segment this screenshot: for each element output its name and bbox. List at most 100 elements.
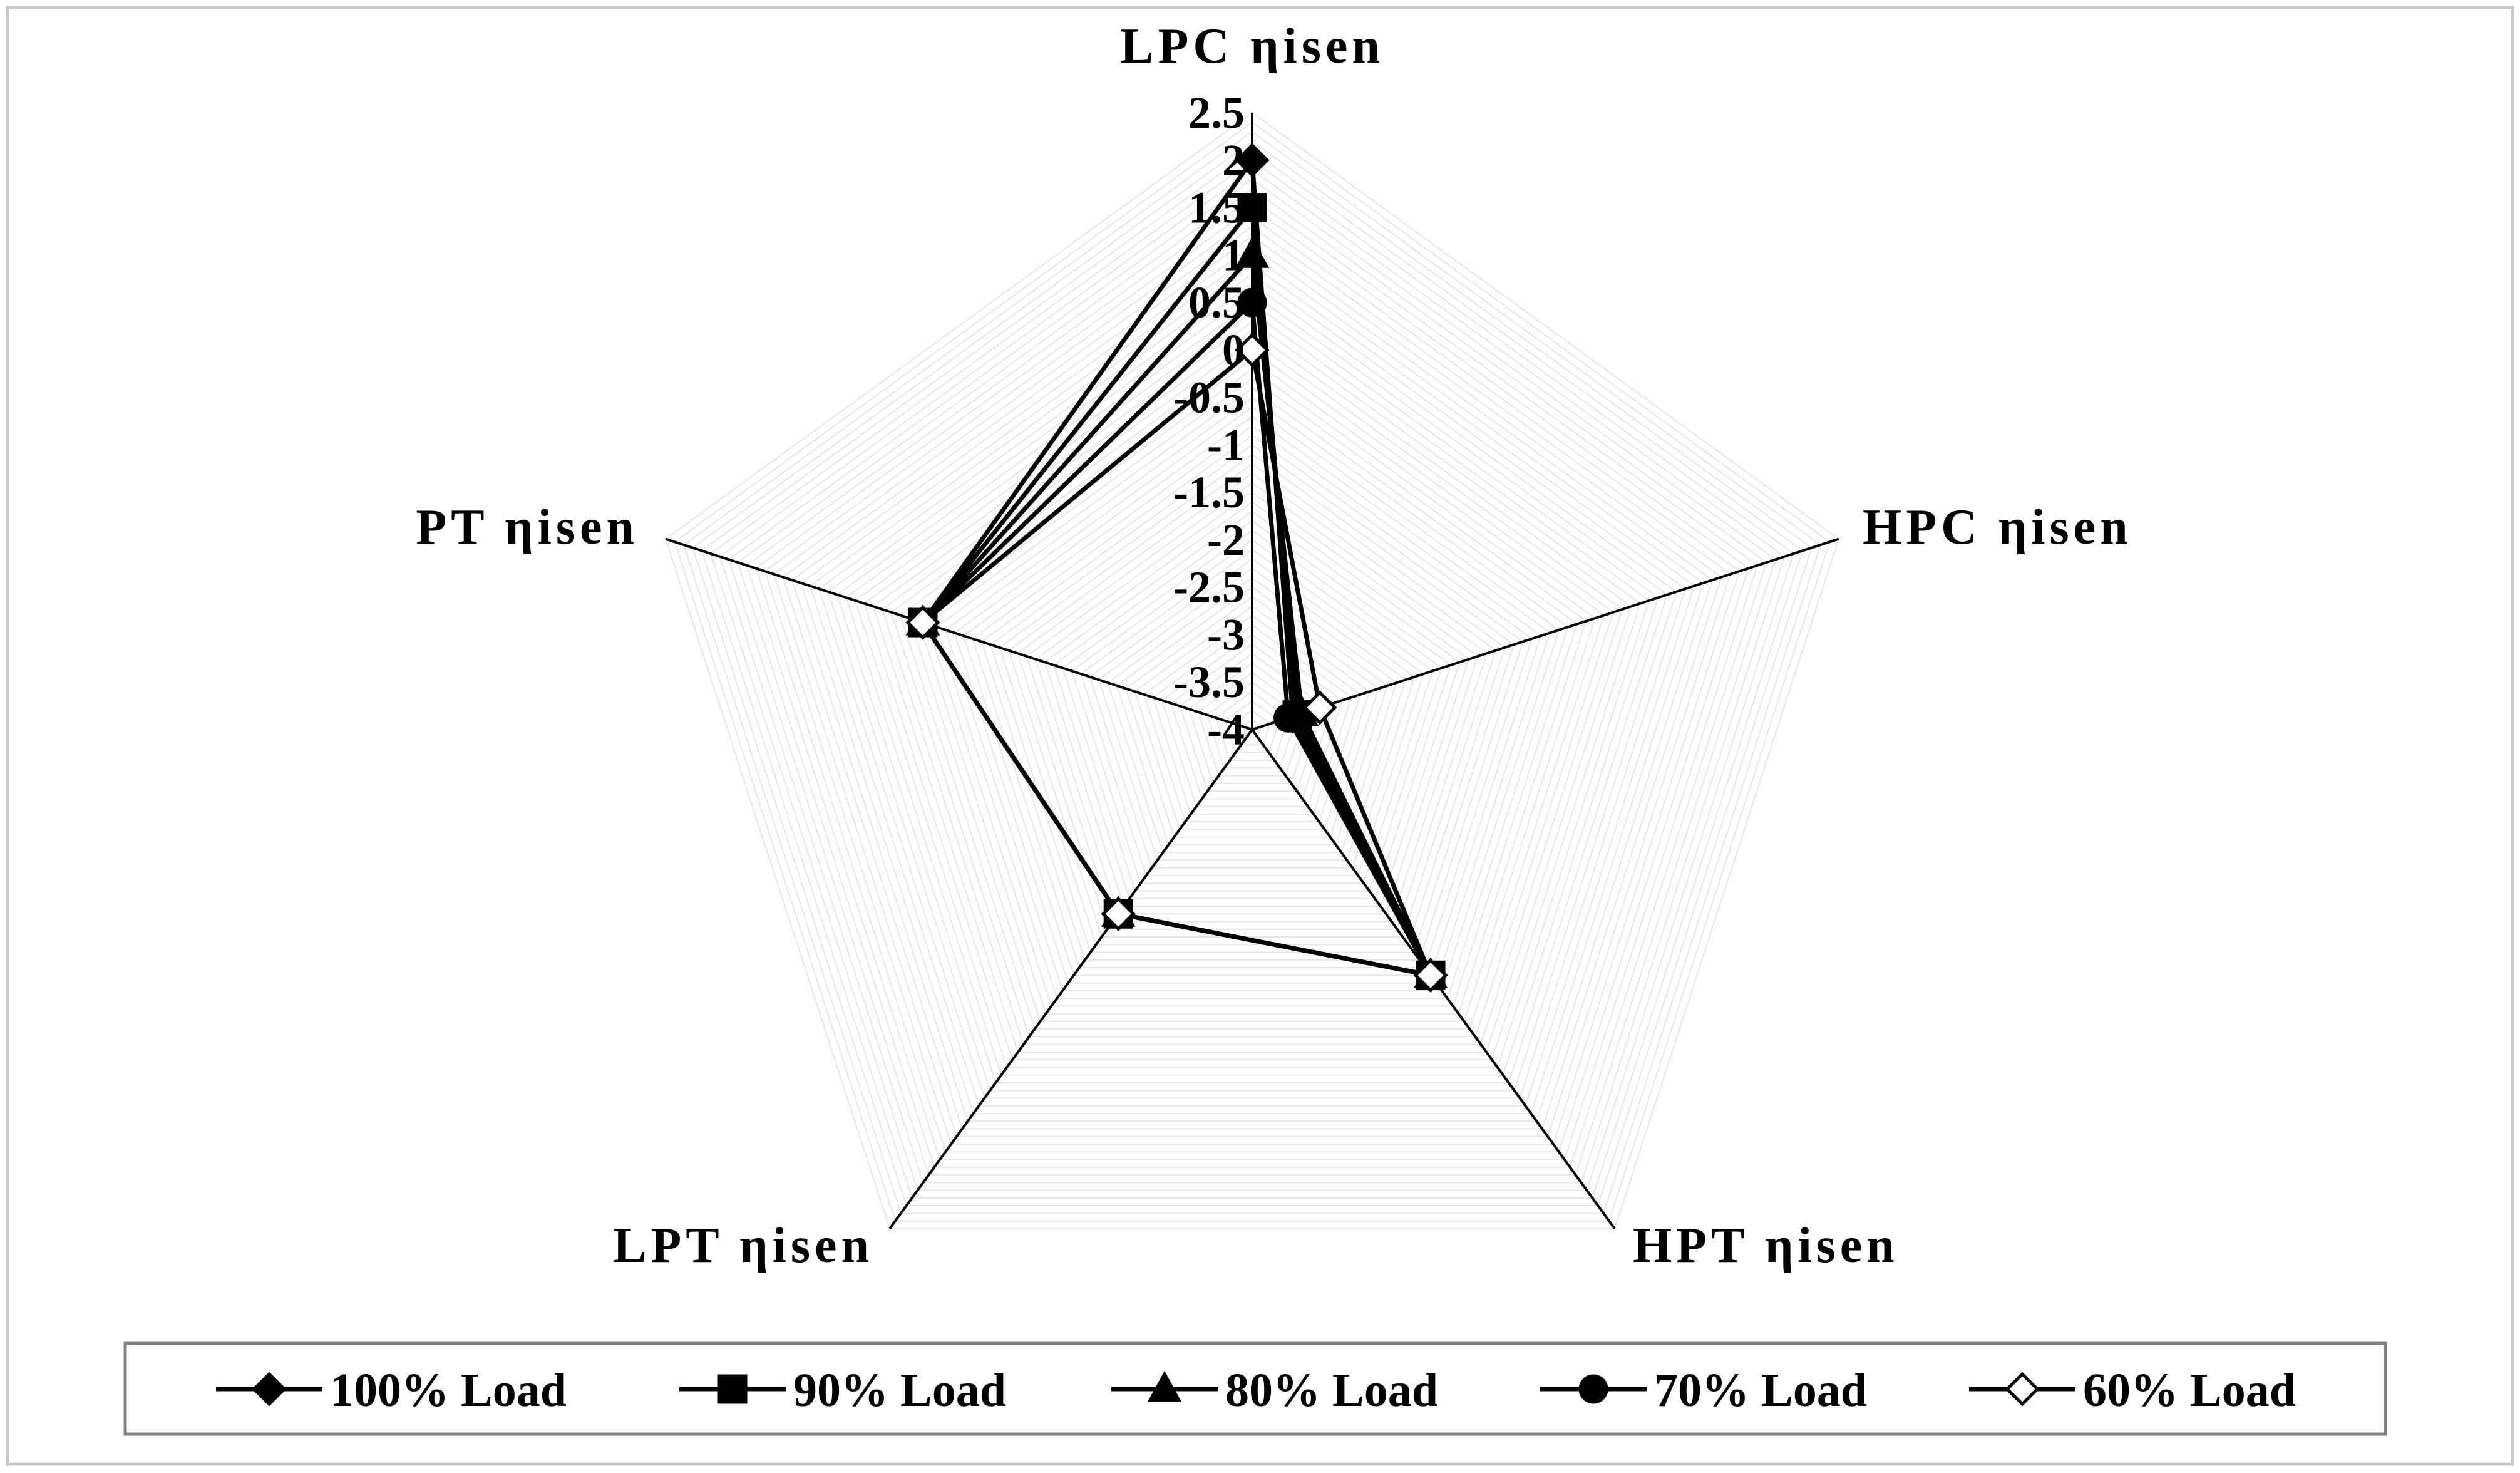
grid-ring bbox=[954, 415, 1551, 984]
legend-marker-3 bbox=[1578, 1374, 1608, 1404]
grid-ring bbox=[1098, 567, 1407, 861]
series-line-4 bbox=[920, 348, 1433, 978]
grid-ring bbox=[1026, 491, 1479, 923]
grid-ring bbox=[1017, 482, 1488, 930]
tick-label: 1 bbox=[1222, 230, 1245, 280]
series-4-marker bbox=[1413, 958, 1448, 993]
grid-ring bbox=[674, 121, 1831, 1222]
category-label-3: LPT ηisen bbox=[613, 1218, 873, 1273]
legend-marker-2 bbox=[1147, 1370, 1182, 1402]
grid-ring bbox=[764, 216, 1741, 1145]
tick-label: -1.5 bbox=[1173, 467, 1245, 517]
legend-label-2: 80% Load bbox=[1225, 1364, 1438, 1417]
tick-label: -2 bbox=[1207, 515, 1245, 565]
tick-label: 2 bbox=[1222, 135, 1245, 185]
grid-ring bbox=[972, 434, 1533, 969]
grid-ring bbox=[1179, 653, 1325, 792]
tick-label: -0.5 bbox=[1173, 373, 1245, 423]
grid-ring bbox=[682, 131, 1822, 1214]
grid-ring bbox=[1125, 596, 1379, 838]
grid-ring bbox=[999, 463, 1506, 946]
legend-marker-4 bbox=[2005, 1372, 2040, 1407]
legend-marker-0 bbox=[252, 1372, 287, 1407]
grid-ring bbox=[872, 330, 1632, 1053]
grid-ring bbox=[1062, 529, 1443, 892]
radial-tick-labels: 2.521.510.50-0.5-1-1.5-2-2.5-3-3.5-4 bbox=[1173, 88, 1245, 755]
grid-ring bbox=[1143, 614, 1362, 823]
series-3-marker bbox=[1237, 287, 1267, 318]
series-4-marker bbox=[1101, 896, 1136, 931]
category-label-1: HPC ηisen bbox=[1863, 500, 2132, 555]
grid-ring bbox=[944, 406, 1560, 991]
grid-ring bbox=[890, 349, 1614, 1038]
grid-ring bbox=[791, 244, 1714, 1122]
series-4-marker bbox=[905, 605, 940, 640]
grid-ring bbox=[1052, 520, 1452, 899]
spoke-3 bbox=[888, 728, 1253, 1230]
grid-ring bbox=[728, 178, 1777, 1176]
spoke-4 bbox=[665, 537, 1253, 731]
legend-label-0: 100% Load bbox=[330, 1364, 567, 1417]
radar-spokes bbox=[665, 113, 1839, 1230]
legend-marker-1 bbox=[717, 1374, 748, 1404]
grid-ring bbox=[710, 159, 1794, 1191]
legend: 100% Load 90% Load 80% Load 70% Load 60% Loa… bbox=[123, 1341, 2387, 1436]
tick-label: -4 bbox=[1207, 705, 1245, 755]
tick-label: -3.5 bbox=[1173, 657, 1245, 707]
category-label-2: HPT ηisen bbox=[1633, 1218, 1899, 1273]
grid-ring bbox=[980, 444, 1524, 961]
grid-ring bbox=[1233, 710, 1271, 746]
grid-ring bbox=[818, 273, 1686, 1099]
grid-ring bbox=[1116, 586, 1389, 845]
grid-ring bbox=[755, 207, 1749, 1153]
grid-ring bbox=[1161, 634, 1344, 807]
grid-ring bbox=[1089, 557, 1416, 869]
grid-ring bbox=[1071, 539, 1434, 884]
series-4-marker bbox=[1235, 333, 1270, 368]
tick-label: 1.5 bbox=[1188, 183, 1245, 233]
grid-ring bbox=[719, 168, 1786, 1184]
grid-ring bbox=[746, 197, 1759, 1160]
grid-ring bbox=[836, 292, 1669, 1083]
grid-ring bbox=[737, 187, 1767, 1168]
spoke-1 bbox=[1252, 537, 1839, 731]
grid-ring bbox=[1034, 501, 1470, 915]
grid-ring bbox=[773, 225, 1732, 1137]
chart-border bbox=[6, 6, 2514, 1466]
grid-ring bbox=[935, 396, 1569, 1000]
grid-ring bbox=[863, 321, 1641, 1061]
tick-label: -3 bbox=[1207, 609, 1245, 659]
category-label-4: PT ηisen bbox=[416, 500, 639, 555]
grid-ring bbox=[962, 425, 1542, 976]
series-3-marker bbox=[1273, 703, 1304, 733]
series-2-marker bbox=[1235, 237, 1270, 268]
grid-ring bbox=[1107, 577, 1397, 854]
grid-ring bbox=[692, 140, 1813, 1207]
grid-ring bbox=[827, 282, 1677, 1092]
tick-label: -2.5 bbox=[1173, 562, 1245, 612]
grid-ring bbox=[701, 150, 1804, 1199]
grid-ring bbox=[926, 387, 1578, 1007]
legend-label-3: 70% Load bbox=[1654, 1364, 1867, 1417]
legend-label-1: 90% Load bbox=[793, 1364, 1006, 1417]
grid-ring bbox=[845, 301, 1659, 1076]
grid-ring bbox=[1044, 510, 1461, 907]
grid-ring bbox=[989, 453, 1515, 953]
series-0-marker bbox=[1235, 143, 1270, 178]
grid-ring bbox=[782, 235, 1722, 1130]
series-4-marker bbox=[1302, 690, 1337, 725]
grid-ring bbox=[809, 264, 1695, 1107]
grid-ring bbox=[665, 111, 1839, 1229]
grid-ring bbox=[881, 339, 1623, 1045]
grid-ring bbox=[1242, 719, 1262, 738]
tick-label: 0.5 bbox=[1188, 277, 1245, 328]
grid-ring bbox=[854, 311, 1650, 1068]
series-lines bbox=[920, 158, 1433, 978]
tick-label: -1 bbox=[1207, 420, 1245, 470]
category-label-0: LPC ηisen bbox=[1120, 19, 1384, 74]
grid-ring bbox=[1152, 624, 1352, 815]
grid-ring bbox=[800, 254, 1704, 1114]
grid-ring bbox=[1134, 605, 1371, 830]
legend-label-4: 60% Load bbox=[2083, 1364, 2296, 1417]
